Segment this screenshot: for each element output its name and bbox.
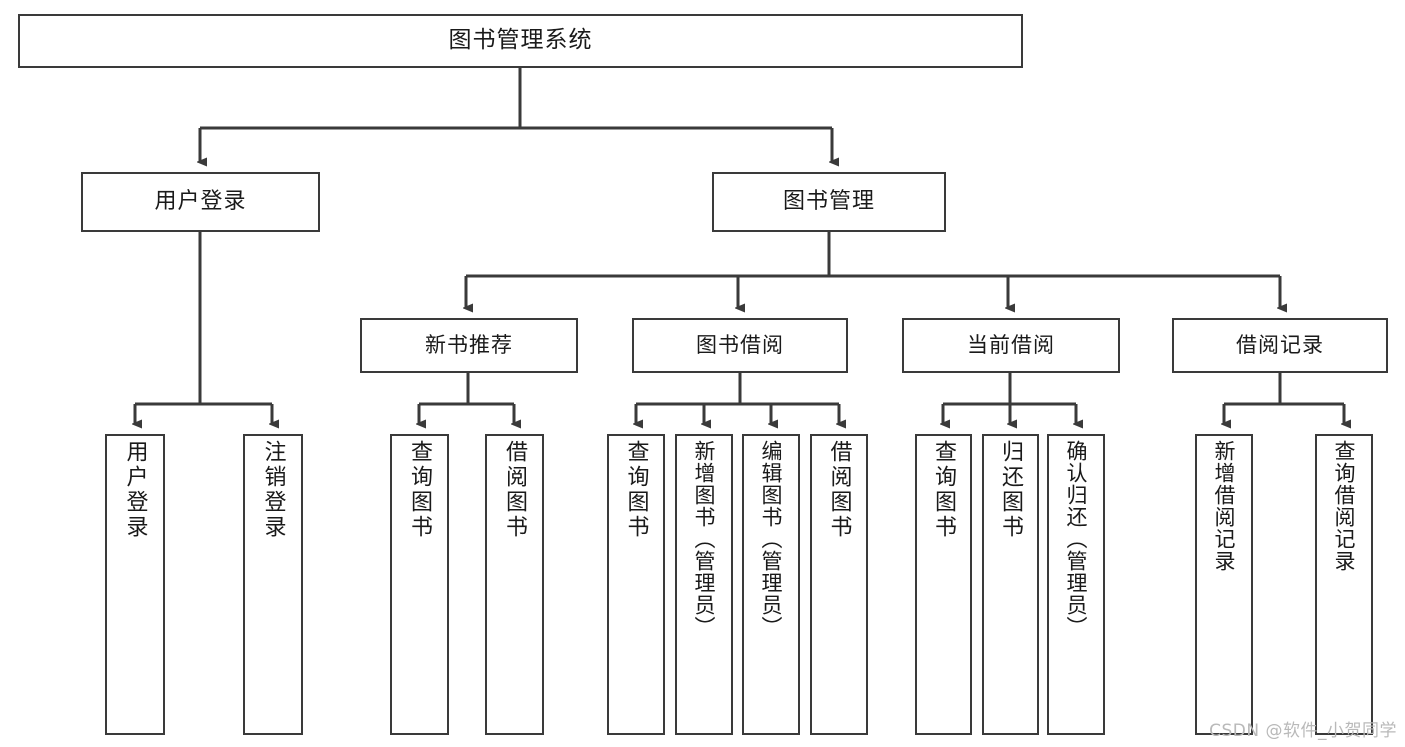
leaf-logout-login-label: 注销登录 xyxy=(260,440,286,540)
leaf-borrow-book-1-label: 借阅图书 xyxy=(502,440,528,540)
leaf-confirm-return[interactable]: 确认归还（管理员） xyxy=(1047,434,1105,735)
leaf-borrow-book-1[interactable]: 借阅图书 xyxy=(485,434,544,735)
node-borrow-record[interactable]: 借阅记录 xyxy=(1172,318,1388,373)
leaf-return-book[interactable]: 归还图书 xyxy=(982,434,1039,735)
node-book-borrow-label: 图书借阅 xyxy=(696,333,784,358)
leaf-query-book-1-label: 查询图书 xyxy=(407,440,433,540)
leaf-query-book-3[interactable]: 查询图书 xyxy=(915,434,972,735)
leaf-add-record[interactable]: 新增借阅记录 xyxy=(1195,434,1253,735)
leaf-query-book-2[interactable]: 查询图书 xyxy=(607,434,665,735)
node-current-borrow[interactable]: 当前借阅 xyxy=(902,318,1120,373)
leaf-user-login-label: 用户登录 xyxy=(122,440,148,540)
node-user-login[interactable]: 用户登录 xyxy=(81,172,320,232)
leaf-query-book-1[interactable]: 查询图书 xyxy=(390,434,449,735)
node-root[interactable]: 图书管理系统 xyxy=(18,14,1023,68)
leaf-borrow-book-2[interactable]: 借阅图书 xyxy=(810,434,868,735)
leaf-add-record-label: 新增借阅记录 xyxy=(1212,440,1237,572)
node-user-login-label: 用户登录 xyxy=(154,189,247,215)
leaf-query-book-3-label: 查询图书 xyxy=(931,440,957,540)
node-borrow-record-label: 借阅记录 xyxy=(1236,333,1324,358)
leaf-add-book-label: 新增图书（管理员） xyxy=(692,440,717,638)
node-new-book-recommend[interactable]: 新书推荐 xyxy=(360,318,578,373)
node-new-book-recommend-label: 新书推荐 xyxy=(425,333,513,358)
leaf-logout-login[interactable]: 注销登录 xyxy=(243,434,303,735)
csdn-watermark: CSDN @软件_小贺同学 xyxy=(1209,721,1397,741)
node-book-borrow[interactable]: 图书借阅 xyxy=(632,318,848,373)
leaf-user-login[interactable]: 用户登录 xyxy=(105,434,165,735)
leaf-confirm-return-label: 确认归还（管理员） xyxy=(1064,440,1089,638)
leaf-add-book[interactable]: 新增图书（管理员） xyxy=(675,434,733,735)
node-current-borrow-label: 当前借阅 xyxy=(967,333,1055,358)
leaf-edit-book[interactable]: 编辑图书（管理员） xyxy=(742,434,800,735)
node-book-manage-label: 图书管理 xyxy=(782,189,875,215)
leaf-query-record[interactable]: 查询借阅记录 xyxy=(1315,434,1373,735)
leaf-borrow-book-2-label: 借阅图书 xyxy=(826,440,852,540)
node-root-label: 图书管理系统 xyxy=(448,27,593,54)
node-book-manage[interactable]: 图书管理 xyxy=(712,172,946,232)
leaf-query-book-2-label: 查询图书 xyxy=(623,440,649,540)
leaf-return-book-label: 归还图书 xyxy=(998,440,1024,540)
leaf-query-record-label: 查询借阅记录 xyxy=(1332,440,1357,572)
leaf-edit-book-label: 编辑图书（管理员） xyxy=(759,440,784,638)
